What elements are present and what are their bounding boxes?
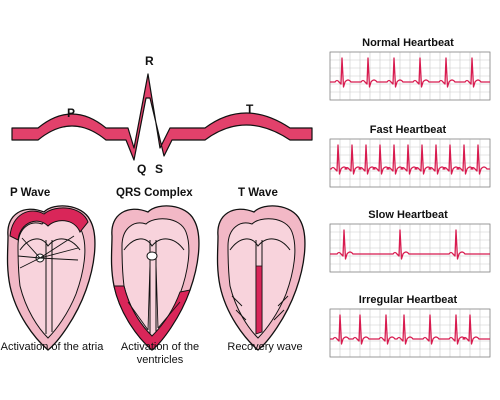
r-label: R — [145, 54, 154, 68]
ventricle-activation-highlight — [113, 285, 191, 351]
rhythm-strip-fast — [329, 138, 491, 188]
pqrst-wave-shape — [11, 73, 313, 161]
ecg-trace — [330, 314, 490, 345]
conduction-arrows — [17, 235, 79, 269]
caption-t-wave: Recovery wave — [227, 341, 303, 353]
ecg-trace — [330, 229, 490, 260]
strip-title-irregular: Irregular Heartbeat — [358, 294, 458, 306]
strip-title-slow: Slow Heartbeat — [368, 209, 448, 221]
heart-title-p-wave: P Wave — [10, 187, 51, 199]
ecg-grid — [329, 223, 491, 273]
ecg-strip-border — [329, 138, 491, 188]
heart-title-qrs: QRS Complex — [116, 187, 193, 199]
q-label: Q — [137, 162, 147, 176]
ecg-grid — [329, 308, 491, 358]
recovery-arrows — [231, 295, 289, 321]
p-label: P — [67, 106, 76, 120]
septum-recovery-highlight — [255, 265, 263, 335]
ecg-grid — [329, 138, 491, 188]
t-label: T — [246, 102, 254, 116]
heart-qrs-complex — [110, 205, 200, 351]
ecg-strip-border — [329, 51, 491, 101]
ecg-strip-border — [329, 223, 491, 273]
rhythm-strip-normal — [329, 51, 491, 101]
rhythm-strip-slow — [329, 223, 491, 273]
ecg-trace — [330, 57, 490, 88]
atria-activation-highlight — [9, 207, 89, 241]
caption-p-wave: Activation of the atria — [0, 341, 104, 353]
ecg-trace — [330, 144, 490, 175]
strip-title-normal: Normal Heartbeat — [362, 37, 454, 49]
ecg-grid — [329, 51, 491, 101]
av-node — [146, 251, 158, 261]
heart-title-t-wave: T Wave — [238, 187, 278, 199]
s-label: S — [155, 162, 164, 176]
ecg-strip-border — [329, 308, 491, 358]
strip-title-fast: Fast Heartbeat — [369, 124, 447, 136]
rhythm-strip-irregular — [329, 308, 491, 358]
heart-p-wave — [6, 205, 96, 351]
bundle-branches — [127, 263, 181, 331]
heart-t-wave — [216, 205, 306, 351]
caption-qrs: Activation of the ventricles — [120, 341, 200, 366]
